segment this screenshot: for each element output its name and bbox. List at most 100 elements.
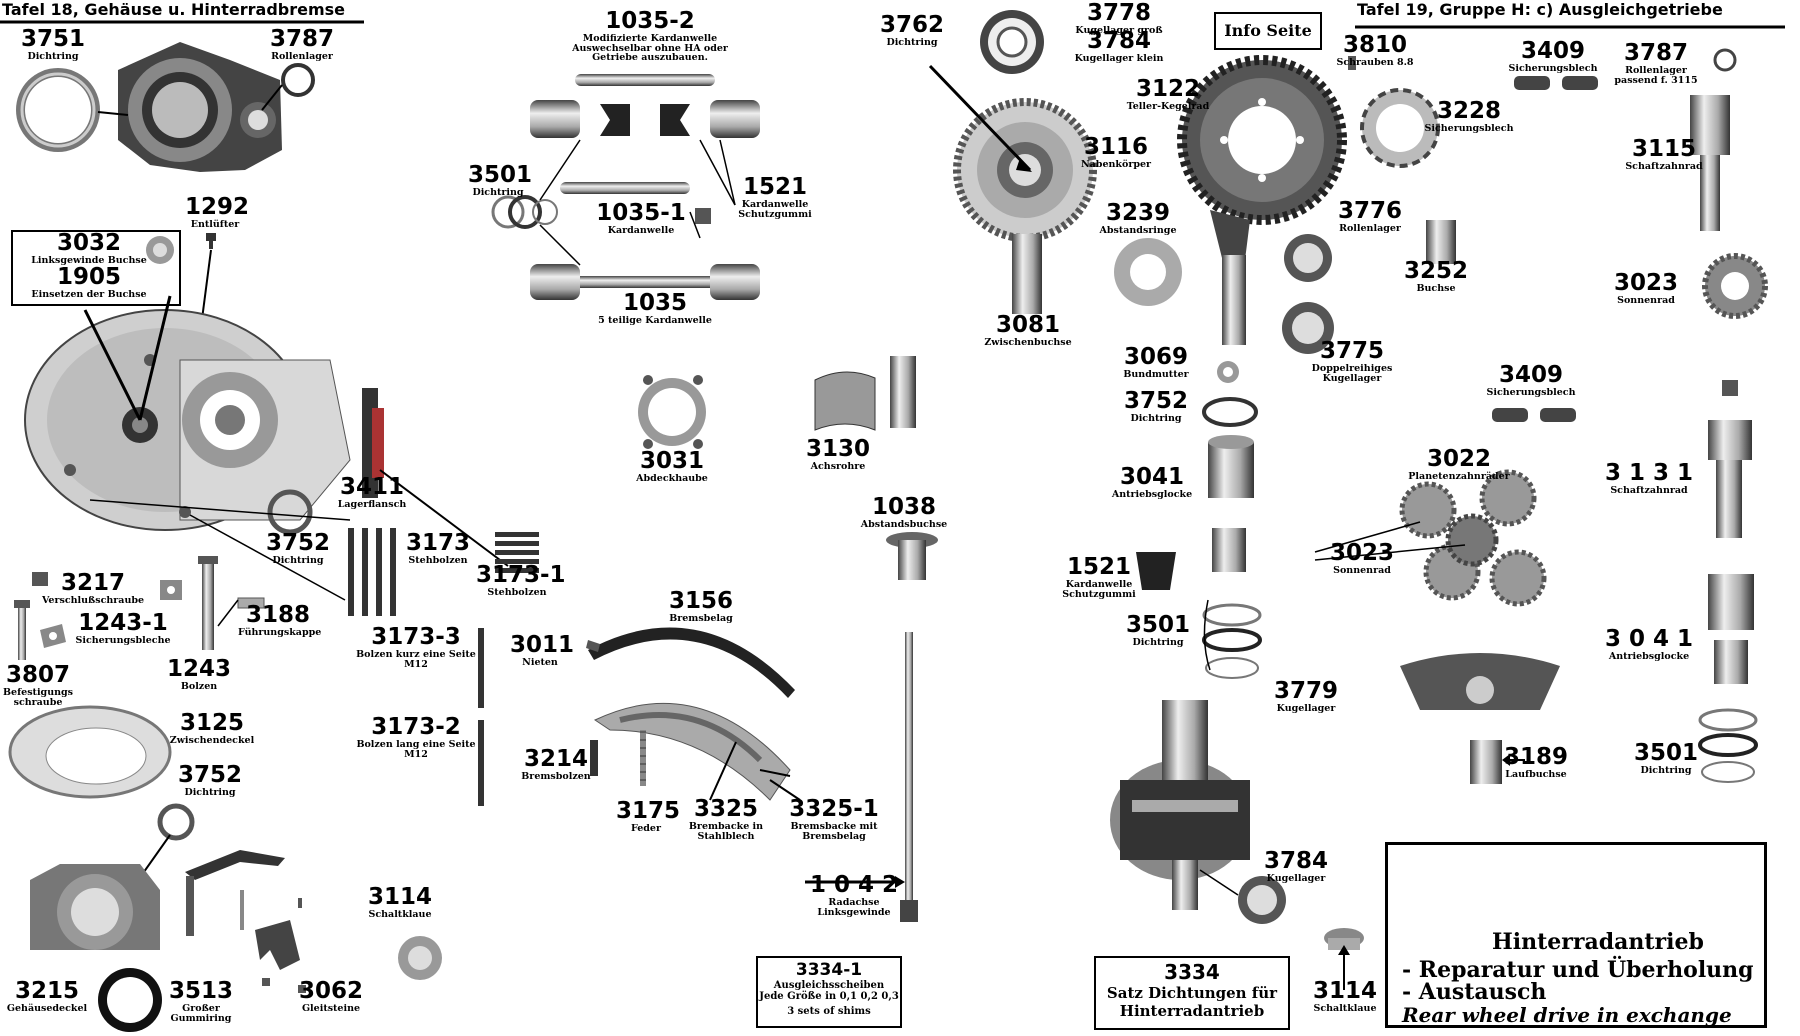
part-caption: Bolzen kurz eine Seite M12 [356, 649, 476, 670]
seal-ring-3752-top [267, 489, 313, 535]
part-caption: Sonnenrad [1617, 295, 1675, 306]
part-caption: Doppelreihiges Kugellager [1311, 363, 1393, 384]
part-caption: Kardanwelle [607, 225, 675, 236]
promo-line-exchange: - Austausch [1402, 979, 1547, 1005]
part-caption: Rollenlager passend f. 3115 [1614, 65, 1698, 86]
part-caption: 5 teilige Kardanwelle [598, 315, 712, 326]
cover-3031 [638, 375, 706, 449]
part-number: 3188 [245, 602, 310, 628]
bolts-3173-2 [478, 720, 484, 806]
part-caption: Kardanwelle Schutzgummi [738, 199, 812, 220]
part-number: 3751 [20, 26, 85, 52]
part-number: 3779 [1273, 678, 1338, 704]
part-caption: Stehbolzen [487, 587, 547, 598]
part-number: 3173-3 [371, 624, 461, 650]
part-number: 3787 [1623, 40, 1688, 66]
part-number: 3130 [805, 436, 870, 462]
roller-bearing-3787 [281, 63, 315, 97]
part-number: 1243 [166, 656, 231, 682]
part-number: 3175 [616, 798, 681, 824]
part-caption: Kugellager groß [1075, 25, 1163, 36]
part-number: 3752 [1123, 388, 1188, 414]
differential-assembly [1110, 700, 1250, 910]
info-page-button[interactable]: Info Seite [1214, 12, 1322, 50]
part-number: 3031 [639, 448, 704, 474]
part-number: 3062 [298, 978, 363, 1004]
plug-3217 [32, 572, 48, 586]
part-number: 3228 [1436, 98, 1501, 124]
part-caption: Rollenlager [1339, 223, 1401, 234]
part-number: 3116 [1083, 134, 1148, 160]
shims-line2: Jede Größe in 0,1 0,2 0,3 [759, 991, 899, 1002]
part-number: 3 0 4 1 [1604, 626, 1694, 652]
pinion-gear-3131 [1708, 380, 1752, 538]
flange-nut-3069 [1217, 361, 1239, 383]
shims-number: 3334-1 [795, 960, 863, 980]
part-caption: Modifizierte Kardanwelle Auswechselbar o… [572, 33, 728, 63]
lock-plates-1243-1 [40, 580, 182, 648]
part-caption: Lagerflansch [337, 499, 407, 510]
spacer-rings-3239 [1114, 238, 1182, 306]
brake-lining-3156 [588, 627, 795, 698]
label-frame-3032-1905 [11, 230, 181, 306]
part-number: 3252 [1403, 258, 1468, 284]
part-number: 3173 [405, 530, 470, 556]
spline-gear-center [1212, 528, 1246, 572]
shims-line1: Ausgleichsscheiben [773, 980, 885, 991]
spacer-bushing-1038 [886, 532, 938, 580]
part-number: 1038 [871, 494, 936, 520]
part-number: 3122 [1135, 76, 1200, 102]
part-caption: Bolzen [180, 681, 218, 692]
boot-1521-right [1136, 552, 1176, 590]
housing-cover-3215 [30, 864, 160, 950]
part-caption: Bolzen lang eine Seite M12 [356, 739, 476, 760]
part-caption: Dichtring [886, 37, 938, 48]
part-caption: Schrauben 8.8 [1336, 57, 1414, 68]
lock-plate-3228 [1360, 88, 1440, 168]
planet-gears-3022 [1399, 469, 1547, 607]
part-number: 3023 [1329, 540, 1394, 566]
part-caption: Planetenzahnräder [1408, 471, 1510, 482]
part-caption: Gehäusedeckel [6, 1003, 88, 1014]
carrier-housing [1400, 653, 1560, 710]
shift-claw-3114-right [1324, 928, 1364, 990]
part-number: 1243-1 [78, 610, 168, 636]
bearing-flange-3411 [362, 388, 509, 567]
seal-rings-3501-left [491, 195, 558, 229]
part-caption: Schaftzahnrad [1625, 161, 1703, 172]
part-caption: Sicherungsblech [1486, 387, 1576, 398]
part-caption: Rollenlager [271, 51, 333, 62]
part-number: 3069 [1123, 344, 1188, 370]
part-caption: Nieten [522, 657, 558, 668]
part-number: 3778 [1086, 0, 1151, 26]
hub-body-3116 [928, 64, 1097, 242]
rear-drive-exchange-box[interactable]: Hinterradantrieb - Reparatur und Überhol… [1385, 842, 1767, 1028]
part-caption: Brembacke in Stahlblech [688, 821, 764, 842]
bushing-3032 [146, 236, 174, 264]
shims-line3: 3 sets of shims [787, 1006, 871, 1017]
part-number: 1521 [742, 174, 807, 200]
part-number: 1292 [185, 194, 250, 220]
lock-plates-3409-middle [1492, 408, 1576, 422]
brake-bolt-3214 [590, 740, 598, 776]
part-caption: Dichtring [472, 187, 524, 198]
